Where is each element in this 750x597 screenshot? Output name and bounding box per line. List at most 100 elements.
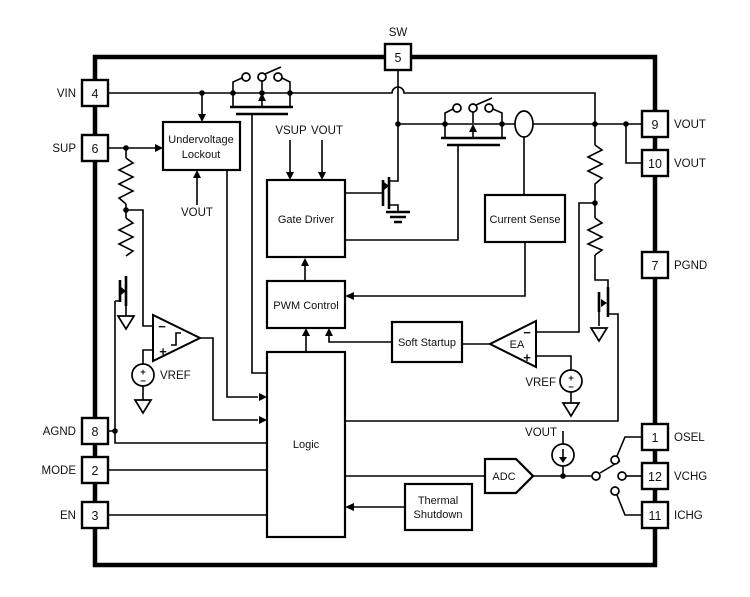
resistor-fb-bottom [586,217,604,256]
pin-sw [383,42,413,72]
wire-gd-pmos [345,145,459,241]
block-label: Thermal [418,495,458,507]
block-label: Lockout [182,149,221,161]
pin-number: 6 [92,142,99,156]
junction-dots [112,90,629,479]
minus-sign: − [140,376,146,387]
lowside-nmos [381,177,410,224]
pin-osel [640,422,670,452]
current-sense-probe [514,110,534,138]
plus-sign: + [159,344,167,359]
pin-vout10 [640,148,670,178]
wire-pmos-gate-left [251,114,267,374]
wire-cs-pwm [354,242,526,297]
switch-contact-icon [468,103,478,113]
ground-arrow-icon [589,327,609,343]
right-nmos [589,287,610,343]
pin-label: VCHG [674,471,707,483]
pin-number: 10 [648,157,662,171]
plus-sign: + [523,350,531,365]
wire-osel [616,436,642,457]
block-label: ADC [492,471,515,483]
wire-logic-rnmos [345,313,619,422]
right-pmos [441,97,506,147]
resistors [117,144,604,257]
pin-label: ICHG [674,510,703,522]
switch-blade [264,66,282,75]
left-nmos [116,276,136,331]
switch-contact-icon [610,486,620,496]
pin-number: 12 [648,470,662,484]
block-label: Logic [293,439,320,451]
block-current-sense [483,193,567,244]
switch-blade [475,97,493,106]
net-label-vsup: VSUP [275,125,307,137]
pin-label: VOUT [674,158,706,170]
wire-uvlo-out [226,170,258,398]
switch-contact-icon [257,72,267,82]
wire-cmp-out [200,337,258,421]
output-selector-switch [591,436,642,516]
ground-arrow-icon [133,399,153,415]
pin-number: 5 [395,51,402,65]
error-amplifier: EA − + [487,319,537,369]
pin-label: SW [389,27,408,39]
pin-vin [80,78,110,108]
pin-en [80,500,110,530]
net-label-vout: VOUT [311,125,343,137]
wire-sw [390,70,399,182]
ea-label: EA [510,339,525,351]
pin-label: OSEL [674,432,705,444]
block-undervoltage-lockout [161,120,242,172]
pin-vchg [640,461,670,491]
ground-arrow-icon [116,315,136,331]
minus-sign: − [568,382,574,393]
wire-ea-vref [536,355,572,403]
ground-arrow-icon [561,402,581,418]
pins: 5 SW 4 VIN 6 SUP 8 AGND 2 MODE 3 EN 9 VO… [42,27,707,530]
vref-source-left: + − VREF [131,363,191,415]
switch-contact-icon [241,72,251,82]
wire-gd-supplies [289,140,323,173]
net-label-vref: VREF [525,377,556,389]
pin-number: 11 [649,509,662,523]
pin-number: 3 [92,509,99,523]
pin-vout9 [640,109,670,139]
switch-contact-icon [484,103,494,113]
block-gate-driver [265,178,347,259]
block-label: Undervoltage [168,134,233,146]
left-pmos [230,66,293,116]
switch-contact-icon [452,103,462,113]
block-label: Current Sense [490,214,561,226]
wire-vin-rail [108,86,596,124]
pin-label: VIN [57,88,76,100]
wire-vout-bracket [625,124,642,164]
wire-ss-pwm [328,335,392,343]
pin-number: 2 [92,464,99,478]
net-label-vref: VREF [160,370,191,382]
pin-label: PGND [674,260,707,272]
pin-label: AGND [43,426,76,438]
net-label-vout: VOUT [525,427,557,439]
wire-cmp-vref [142,349,153,400]
pin-label: VOUT [674,119,706,131]
switch-contact-icon [591,471,601,481]
vref-source-right: + − VREF [525,369,583,418]
pin-mode [80,455,110,485]
switch-contact-icon [610,455,620,465]
pin-label: MODE [42,465,77,477]
pin-agnd [80,416,110,446]
pin-pgnd [640,250,670,280]
switch-contact-icon [617,471,627,481]
block-logic [265,350,347,539]
block-label: Shutdown [414,509,463,521]
pin-number: 7 [652,259,659,273]
minus-sign: − [158,319,166,334]
pin-ichg [640,500,670,530]
block-label: PWM Control [273,300,338,312]
block-label: Gate Driver [278,214,335,226]
pin-number: 9 [652,118,659,132]
vout-current-source: VOUT [525,427,575,467]
pin-label: EN [60,510,76,522]
